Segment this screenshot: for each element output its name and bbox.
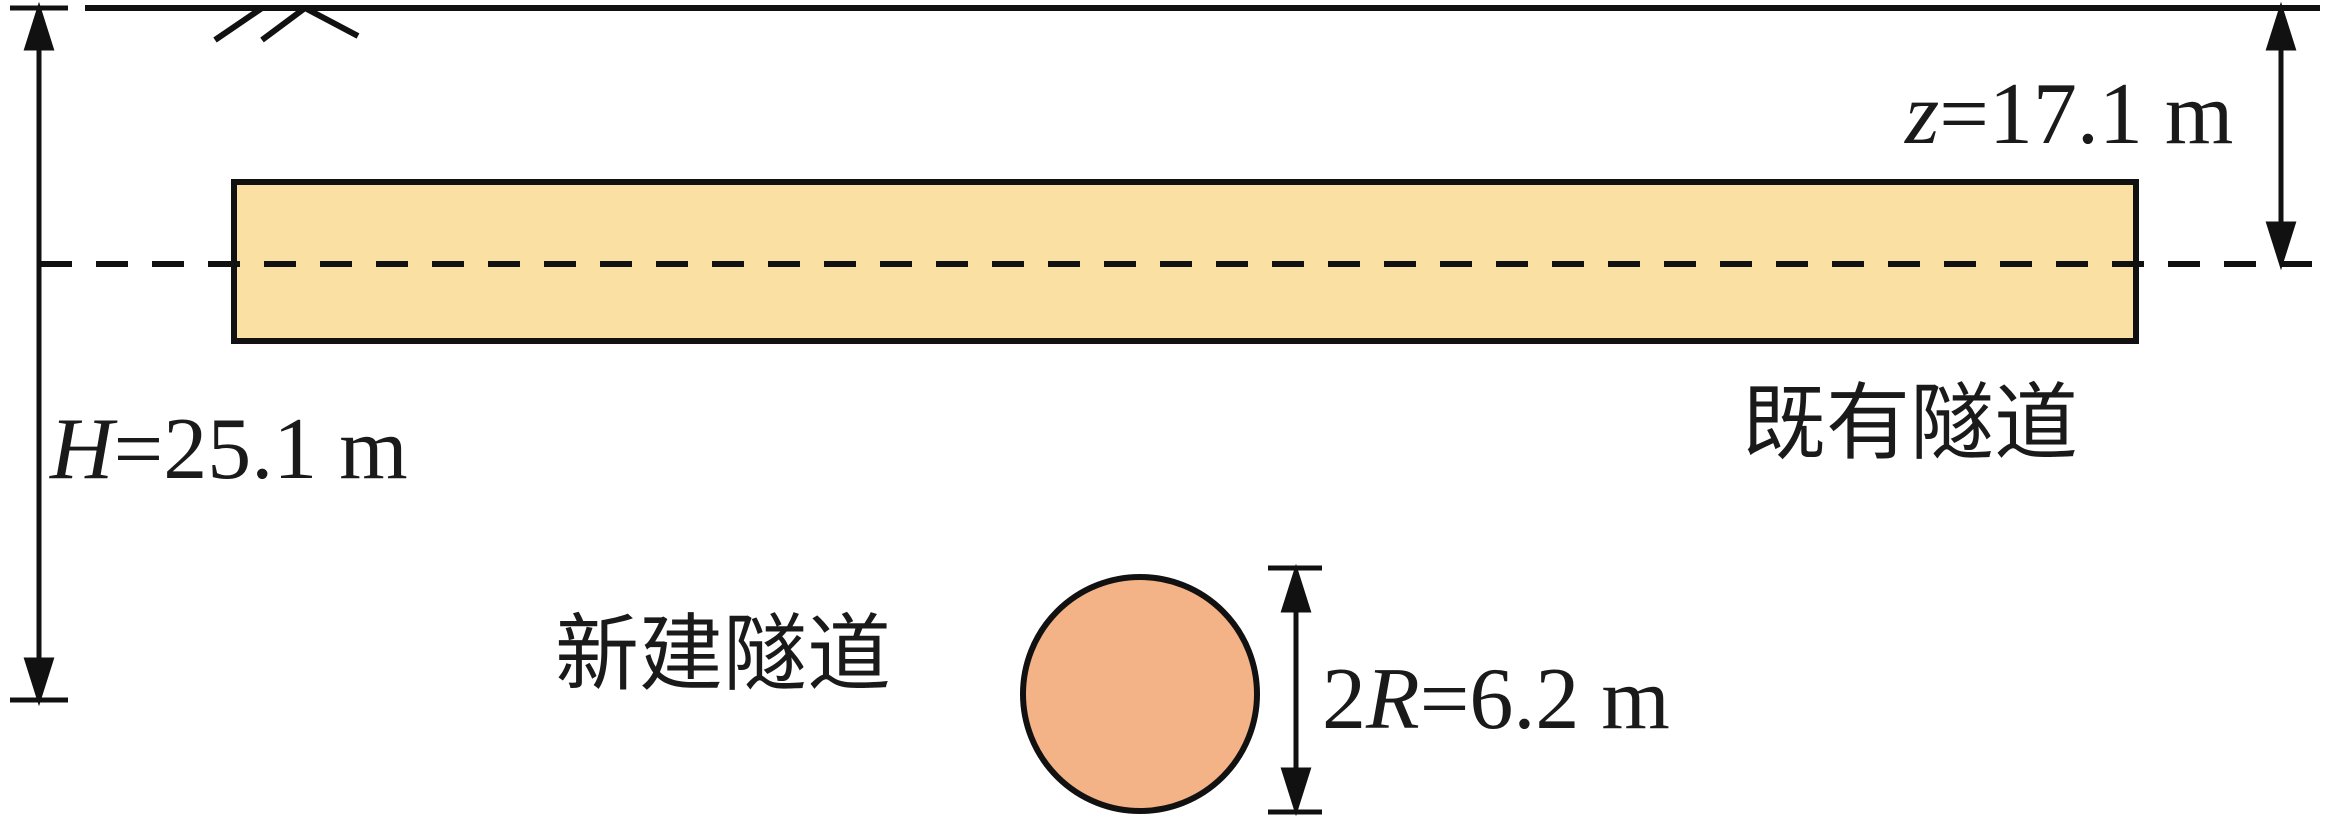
diameter-dimension [1268,563,1322,817]
cover-depth-label: z=17.1 m [1904,66,2233,163]
existing-tunnel-label: 既有隧道 [1742,374,2078,472]
depth-h-dimension [10,1,68,707]
new-tunnel-label: 新建隧道 [555,605,891,703]
ground-surface-symbol [213,5,360,43]
new-tunnel [1020,574,1260,814]
diameter-label: 2R=6.2 m [1322,651,1670,748]
depth-h-label: H=25.1 m [49,401,408,498]
cover-depth-dimension [2265,1,2297,271]
